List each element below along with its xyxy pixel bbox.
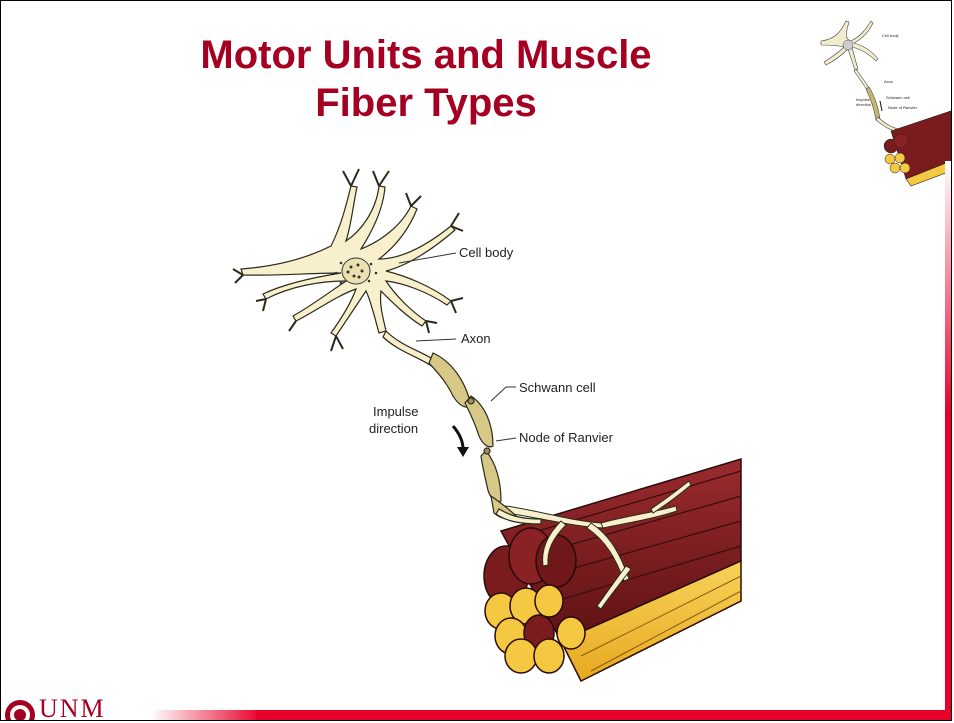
svg-text:direction: direction [856, 102, 871, 107]
label-axon: Axon [461, 331, 491, 346]
label-impulse-line-1: Impulse [373, 404, 419, 419]
label-node-of-ranvier: Node of Ranvier [519, 430, 614, 445]
unm-logo: UNM [3, 694, 163, 720]
right-accent-bar [945, 161, 951, 721]
muscle-bundle [484, 459, 741, 681]
unm-seal-icon [3, 698, 37, 720]
label-impulse-line-2: direction [369, 421, 418, 436]
thumbnail-illustration: Cell body Axon Schwann cell Impulse dire… [806, 11, 951, 186]
svg-text:Schwann cell: Schwann cell [886, 95, 910, 100]
svg-text:Node of Ranvier: Node of Ranvier [888, 105, 918, 110]
svg-text:Axon: Axon [884, 79, 893, 84]
cell-body [233, 169, 463, 351]
schwann-cell-1 [429, 353, 471, 407]
label-cell-body: Cell body [459, 245, 514, 260]
schwann-cell-3 [481, 451, 501, 502]
svg-text:Cell body: Cell body [882, 33, 899, 38]
impulse-arrow [453, 426, 469, 457]
bottom-accent-fade [151, 710, 261, 720]
unm-logo-text: UNM [39, 694, 106, 720]
bottom-accent-bar [256, 710, 951, 720]
label-schwann-cell: Schwann cell [519, 380, 596, 395]
